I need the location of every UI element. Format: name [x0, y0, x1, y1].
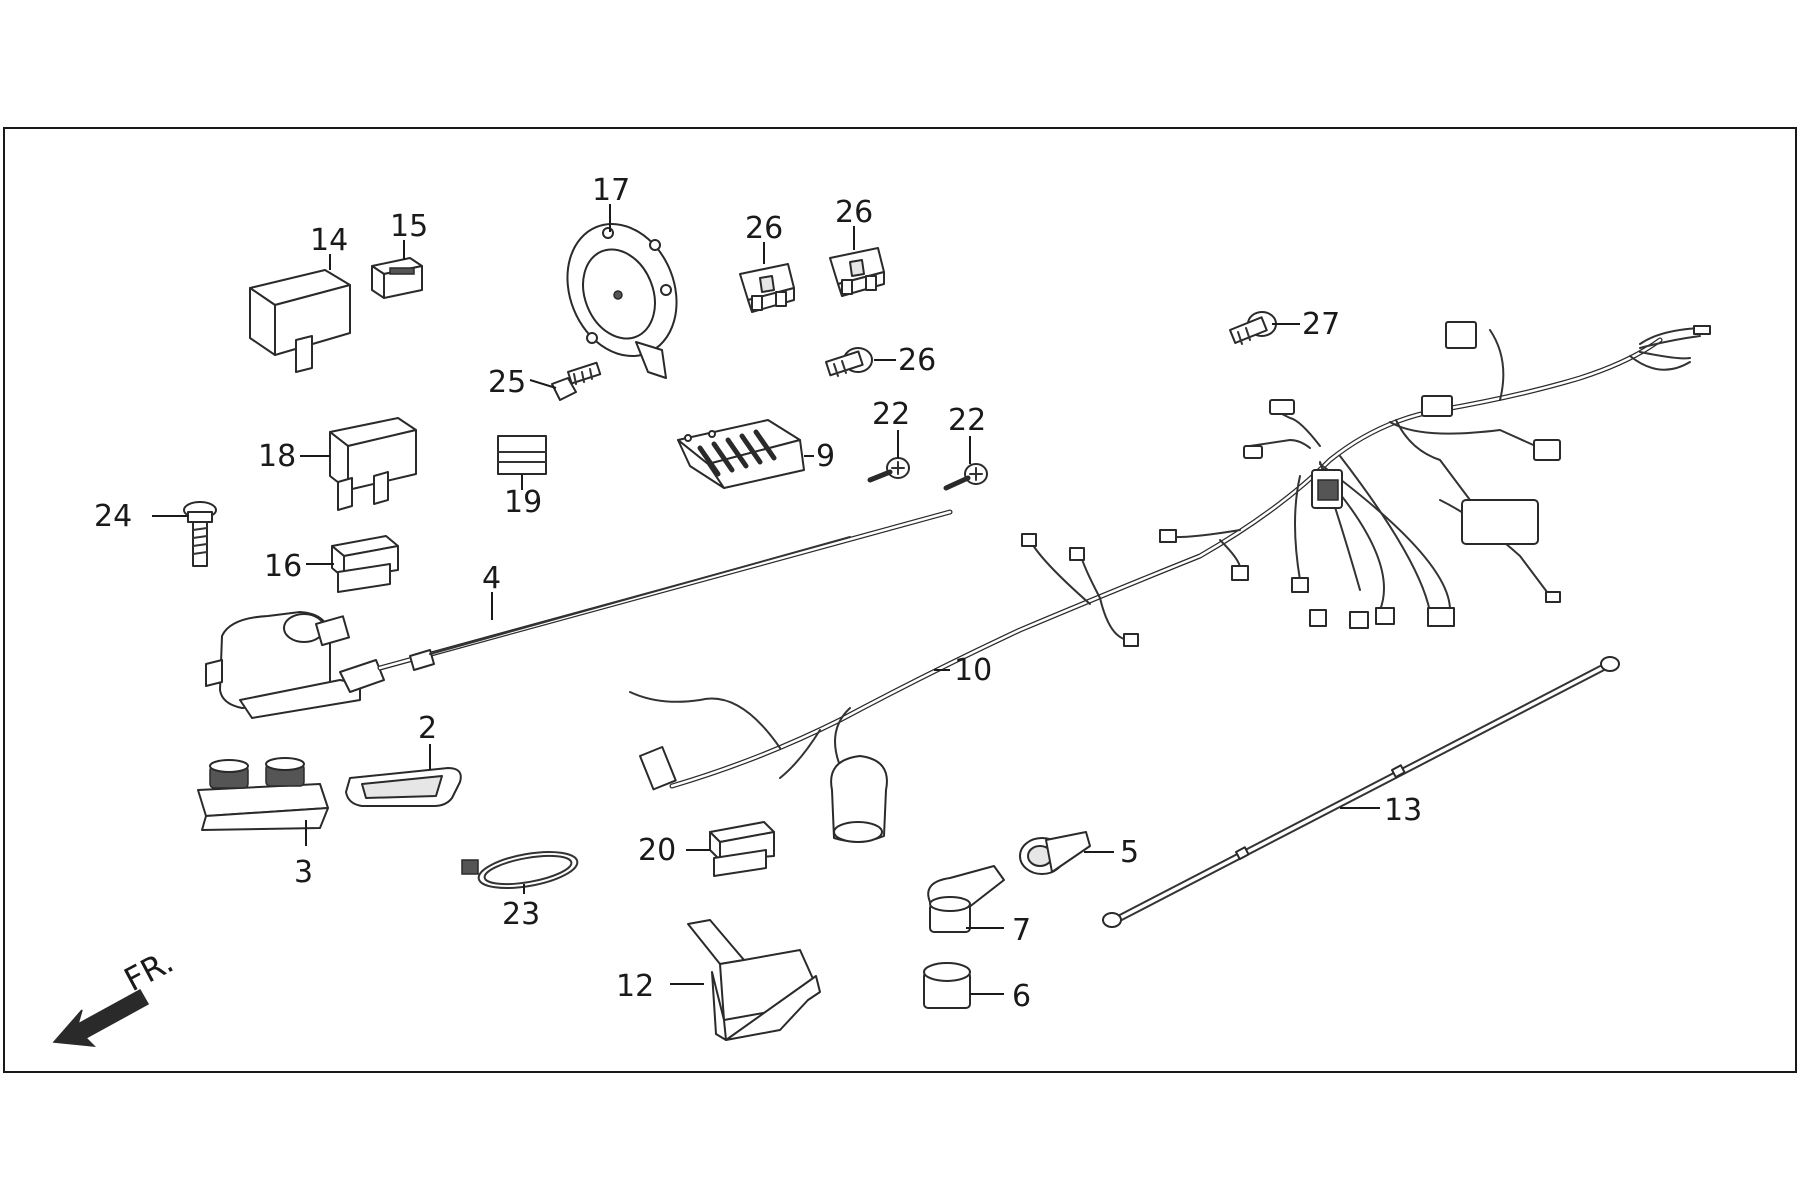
part-26-fuse-2	[829, 247, 885, 297]
callout-13: 13	[1384, 793, 1422, 828]
callout-19: 19	[504, 485, 542, 520]
part-22-screw-1	[867, 457, 910, 483]
callout-3: 3	[294, 855, 313, 890]
callout-22-left: 22	[872, 397, 910, 432]
leader-lines	[152, 204, 1380, 995]
part-6-grommet	[923, 962, 971, 1009]
callout-23: 23	[502, 897, 540, 932]
callout-6: 6	[1012, 979, 1031, 1014]
callout-26-fuse-1: 26	[745, 211, 783, 246]
part-2-lens	[345, 767, 462, 807]
callout-16: 16	[264, 549, 302, 584]
diagram-frame	[3, 127, 1797, 1073]
callout-25: 25	[488, 365, 526, 400]
part-12-bracket-cover	[687, 919, 821, 1041]
callout-15: 15	[390, 209, 428, 244]
callout-labels: 17 26 26 14 15 27 25 26 18 9 22 22 19 24…	[94, 173, 1422, 1014]
part-9-regulator	[677, 419, 805, 489]
callout-12: 12	[616, 969, 654, 1004]
part-27-bolt	[1229, 311, 1277, 345]
part-26-fuse-1	[739, 263, 795, 313]
part-10-main-harness	[629, 321, 1711, 799]
part-15-cap	[371, 257, 423, 299]
callout-9: 9	[816, 439, 835, 474]
part-24-bolt	[183, 501, 217, 567]
harness-rubber-boot	[830, 755, 888, 843]
part-23-cable-tie	[461, 851, 579, 889]
callout-4: 4	[482, 561, 501, 596]
callout-5: 5	[1120, 835, 1139, 870]
part-4-ignition-coil	[205, 509, 953, 719]
part-13-ground-cable	[1102, 656, 1620, 928]
part-25-screw	[551, 361, 602, 401]
part-16-relay	[331, 535, 399, 593]
callout-24: 24	[94, 499, 132, 534]
part-14-relay	[249, 269, 351, 373]
callout-7: 7	[1012, 913, 1031, 948]
callout-2: 2	[418, 711, 437, 746]
part-20-relay	[709, 821, 775, 877]
callout-20: 20	[638, 833, 676, 868]
callout-17: 17	[592, 173, 630, 208]
callout-14: 14	[310, 223, 348, 258]
part-22-screw-2	[943, 463, 988, 491]
callout-26-fuse-2: 26	[835, 195, 873, 230]
part-18-relay	[329, 417, 417, 511]
front-direction-arrow	[52, 988, 150, 1047]
part-5-terminal-cap	[1019, 831, 1091, 875]
callout-18: 18	[258, 439, 296, 474]
part-26-bolt	[825, 347, 873, 377]
callout-26-bolt: 26	[898, 343, 936, 378]
part-3-connector	[197, 757, 329, 831]
callout-22-right: 22	[948, 403, 986, 438]
part-17-horn	[566, 223, 678, 379]
part-7-plug-cap	[927, 865, 1005, 933]
part-19-fuse	[497, 435, 547, 475]
callout-27: 27	[1302, 307, 1340, 342]
front-direction-label: FR.	[118, 942, 180, 999]
callout-10: 10	[954, 653, 992, 688]
